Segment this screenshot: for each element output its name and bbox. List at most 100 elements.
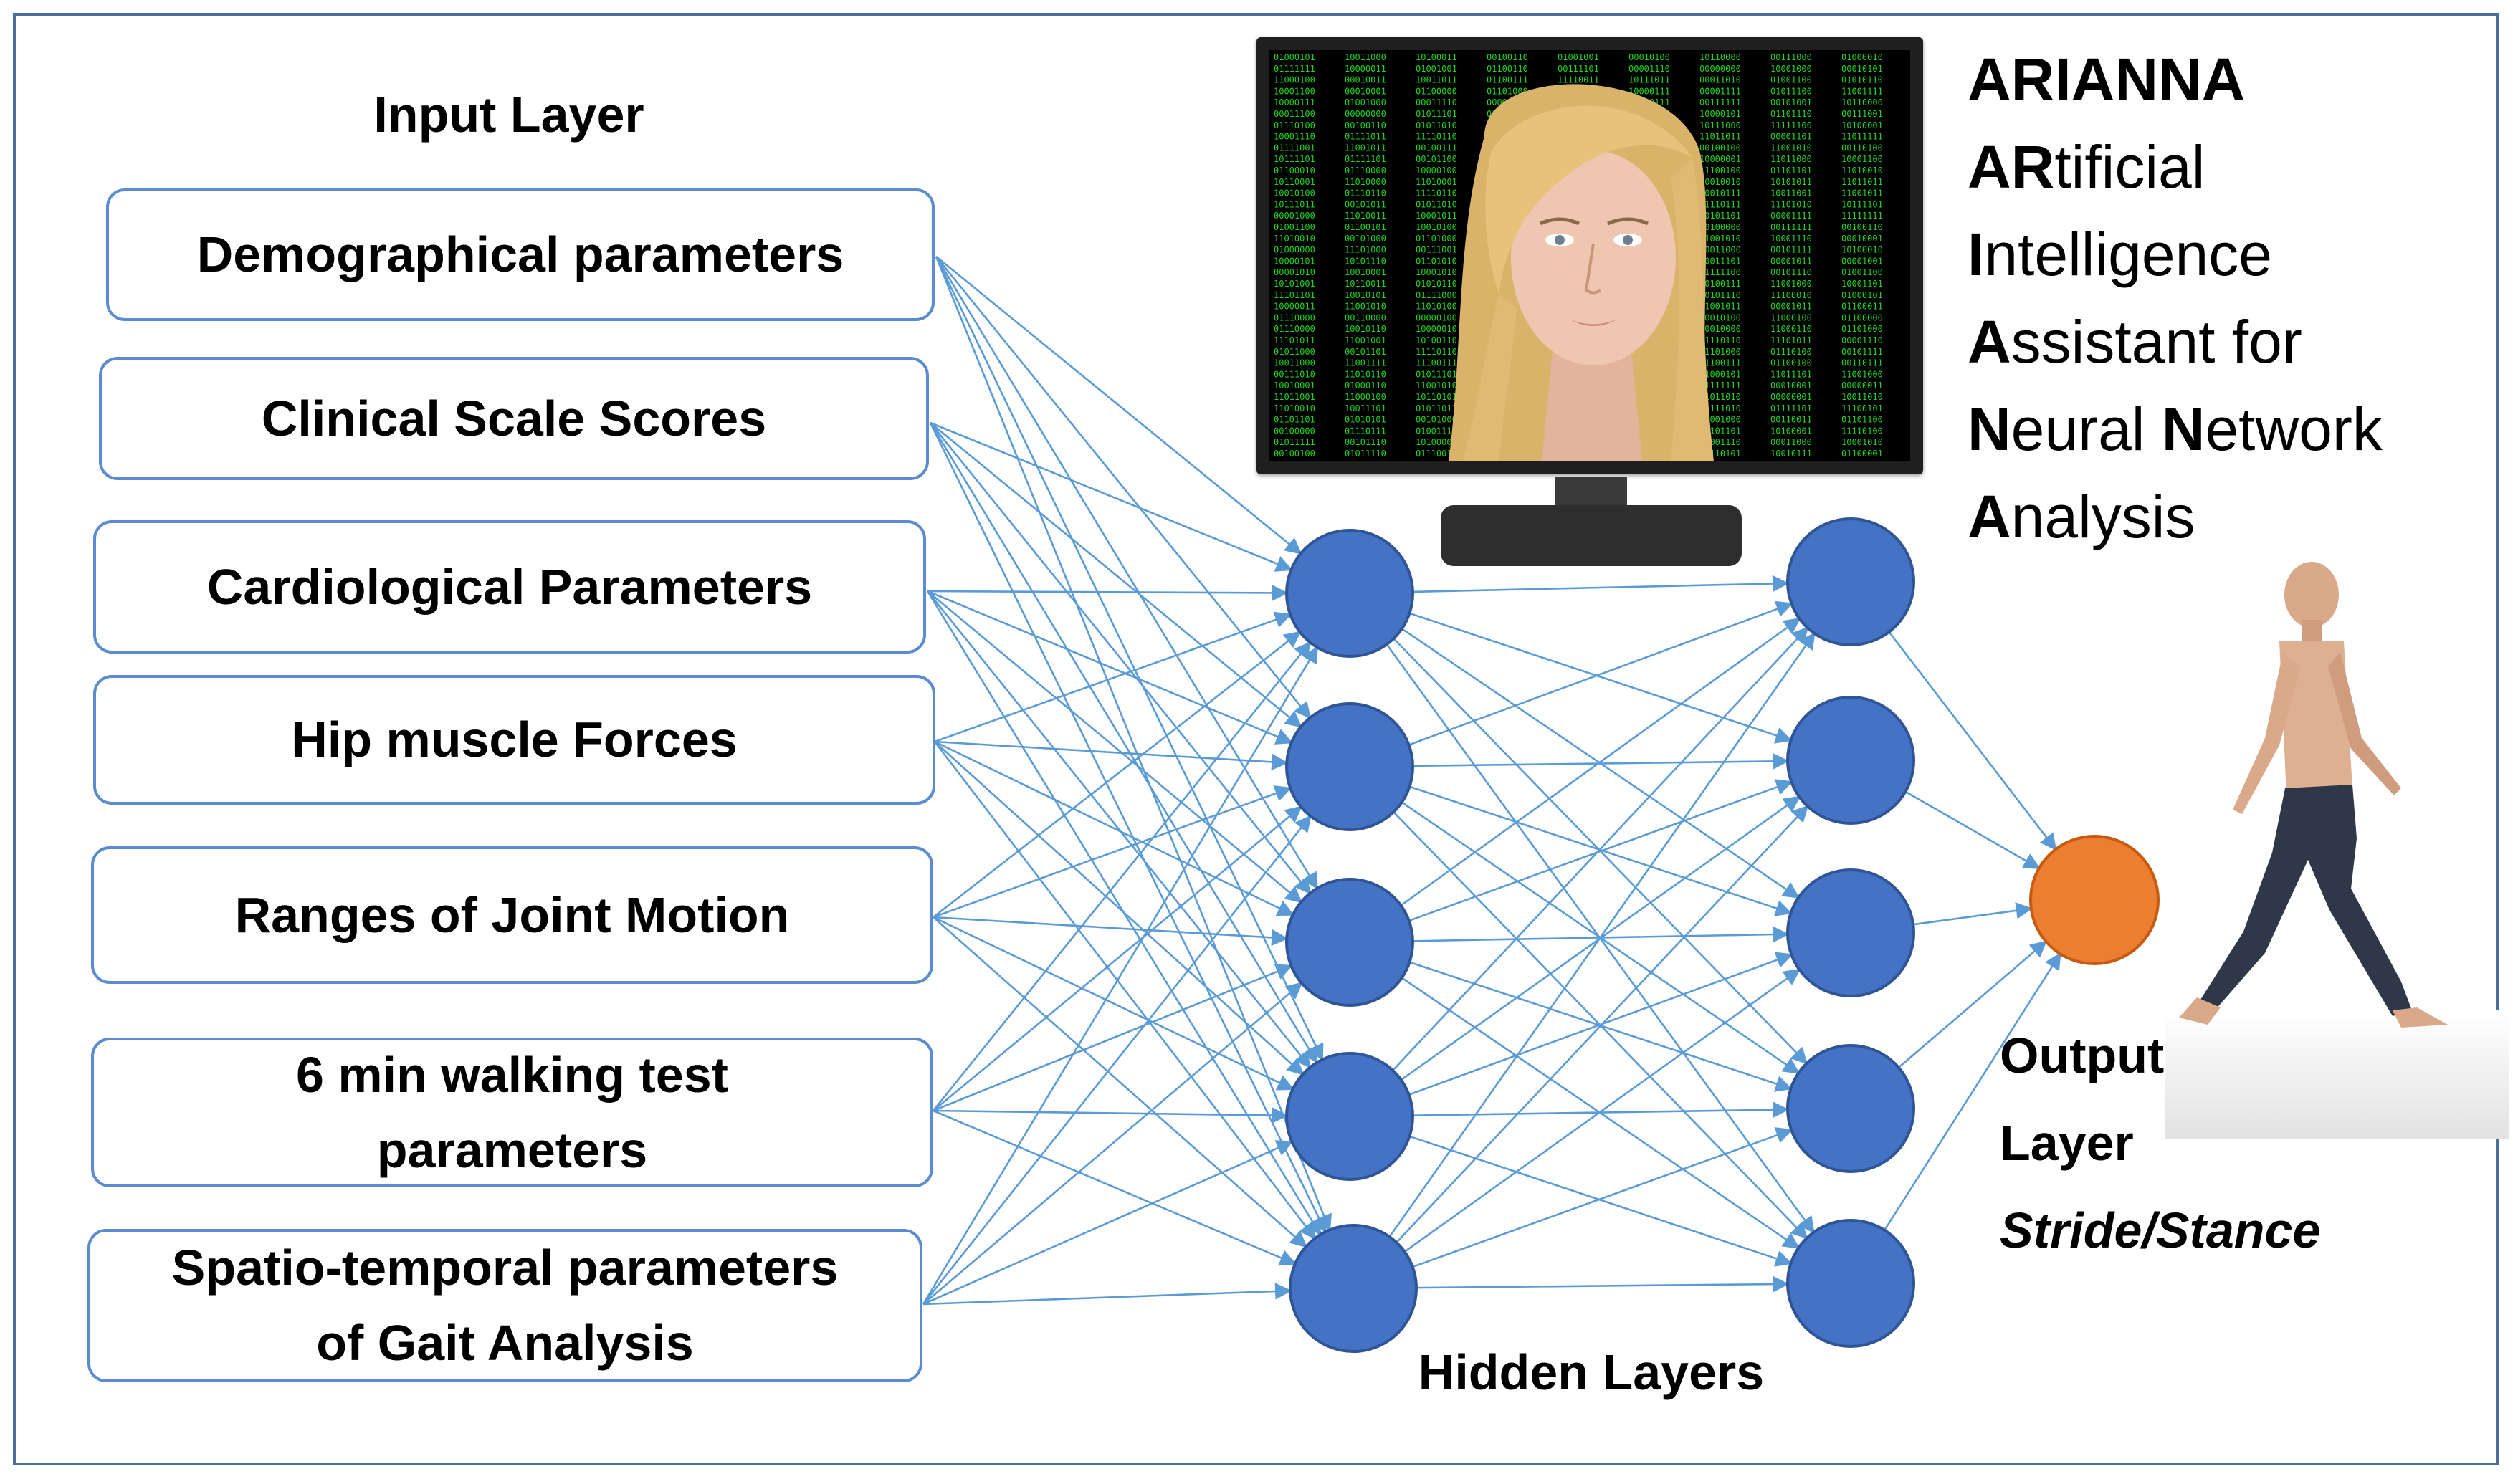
binary-code-glyphs: 00100110: [1841, 222, 1883, 232]
binary-code-glyphs: 10000100: [1416, 166, 1457, 176]
binary-code-glyphs: 01100001: [1841, 449, 1883, 459]
output-node: [2029, 835, 2160, 965]
binary-code-glyphs: 10100000: [1699, 222, 1741, 232]
input-label: Hip muscle Forces: [291, 712, 738, 767]
input-layer-title: Input Layer: [373, 87, 644, 143]
input-demographical-parameters: Demographical parameters: [106, 188, 935, 321]
binary-code-glyphs: 00110100: [1841, 143, 1883, 153]
binary-code-glyphs: 11100010: [1770, 290, 1812, 300]
binary-code-glyphs: 00111000: [1770, 52, 1812, 62]
binary-code-glyphs: 00111111: [1699, 97, 1741, 107]
network-edge: [932, 641, 1312, 1111]
arianna-acronym: ARIANNA ARtificial Intelligence Assistan…: [1968, 36, 2383, 560]
binary-code-glyphs: 11000100: [1770, 312, 1812, 322]
binary-code-glyphs: 11001000: [1841, 369, 1883, 379]
binary-code-glyphs: 11000100: [1345, 392, 1386, 402]
binary-code-glyphs: 10001010: [1841, 437, 1883, 447]
input-label-line1: Spatio-temporal parameters: [171, 1240, 839, 1296]
binary-code-glyphs: 11110100: [1841, 426, 1883, 436]
binary-code-glyphs: 00100100: [1699, 143, 1741, 153]
network-edge: [935, 256, 1324, 1061]
binary-code-glyphs: 11111100: [1770, 120, 1812, 130]
hidden-node-layer2: [1786, 1219, 1915, 1348]
binary-code-glyphs: 00101111: [1841, 347, 1883, 357]
binary-code-glyphs: 00100110: [1345, 120, 1386, 130]
network-edge: [933, 916, 1289, 947]
network-edge: [930, 421, 1302, 728]
binary-code-glyphs: 10011101: [1345, 403, 1386, 413]
binary-code-glyphs: 11001010: [1416, 380, 1457, 391]
input-cardiological-parameters: Cardiological Parameters: [93, 520, 926, 654]
network-edge: [1396, 805, 1809, 1243]
binary-code-glyphs: 00011100: [1274, 109, 1315, 119]
binary-code-glyphs: 10010111: [1770, 449, 1812, 459]
binary-code-glyphs: 10001100: [1841, 154, 1883, 164]
binary-code-glyphs: 01110110: [1345, 188, 1386, 198]
binary-code-glyphs: 01000000: [1274, 245, 1315, 255]
binary-code-glyphs: 10100001: [1770, 426, 1812, 436]
binary-code-glyphs: 11101101: [1274, 290, 1315, 300]
binary-code-glyphs: 10001000: [1770, 64, 1812, 74]
binary-code-glyphs: 01011111: [1274, 437, 1315, 447]
binary-code-glyphs: 10110000: [1699, 52, 1741, 62]
binary-code-glyphs: 10000111: [1628, 86, 1670, 96]
binary-code-glyphs: 00001111: [1699, 86, 1741, 96]
binary-code-glyphs: 11100111: [1416, 358, 1457, 368]
binary-code-glyphs: 10001011: [1416, 211, 1457, 221]
network-edge: [935, 256, 1332, 1232]
binary-code-glyphs: 00011110: [1416, 97, 1457, 107]
network-edge: [929, 422, 1318, 1064]
network-edge: [1416, 1275, 1790, 1293]
binary-code-glyphs: 01010110: [1416, 279, 1457, 289]
binary-code-glyphs: 11101011: [1274, 335, 1315, 345]
binary-code-glyphs: 01110100: [1770, 347, 1812, 357]
binary-code-glyphs: 01011010: [1416, 120, 1457, 130]
arianna-line-5: Analysis: [1968, 483, 2195, 550]
arianna-line-4: Neural Network: [1968, 396, 2383, 463]
arianna-line-2: Intelligence: [1968, 221, 2272, 288]
binary-code-glyphs: 11000101: [1699, 369, 1741, 379]
binary-code-glyphs: 11110011: [1558, 75, 1599, 85]
binary-code-glyphs: 01110000: [1345, 166, 1386, 176]
binary-code-glyphs: 00010001: [1345, 86, 1386, 96]
binary-code-glyphs: 01110000: [1274, 312, 1315, 322]
binary-code-glyphs: 01100010: [1274, 166, 1315, 176]
network-edge: [922, 815, 1312, 1305]
binary-code-glyphs: 11000100: [1274, 75, 1315, 85]
binary-code-glyphs: 11001010: [1699, 234, 1741, 244]
binary-code-glyphs: 01101100: [1841, 415, 1883, 425]
network-edge: [1388, 632, 1816, 1238]
network-edge: [1412, 752, 1790, 770]
binary-code-glyphs: 01101110: [1770, 109, 1812, 119]
binary-code-glyphs: 00010101: [1841, 64, 1883, 74]
hidden-node-layer1: [1285, 1052, 1414, 1181]
binary-code-glyphs: 11010100: [1416, 302, 1457, 312]
network-edge: [934, 741, 1305, 1076]
binary-code-glyphs: 00001110: [1628, 64, 1670, 74]
input-hip-muscle-forces: Hip muscle Forces: [93, 675, 935, 805]
binary-code-glyphs: 00110000: [1345, 312, 1386, 322]
binary-code-glyphs: 10011101: [1699, 256, 1741, 266]
binary-code-glyphs: 01011000: [1274, 347, 1315, 357]
binary-code-glyphs: 10010110: [1345, 324, 1386, 334]
binary-code-glyphs: 01111101: [1770, 403, 1812, 413]
network-edge: [922, 1283, 1292, 1306]
binary-code-glyphs: 10010000: [1699, 324, 1741, 334]
binary-code-glyphs: 00001000: [1274, 211, 1315, 221]
binary-code-glyphs: 10010001: [1274, 380, 1315, 391]
network-edge: [934, 611, 1292, 743]
binary-code-glyphs: 10100011: [1416, 52, 1457, 62]
binary-code-glyphs: 00001001: [1841, 256, 1883, 266]
binary-code-glyphs: 11100100: [1699, 166, 1741, 176]
binary-code-glyphs: 11011001: [1274, 392, 1315, 402]
input-label: Demographical parameters: [196, 226, 844, 282]
hidden-node-layer2: [1786, 517, 1915, 646]
input-label-line2: of Gait Analysis: [316, 1315, 694, 1371]
binary-code-glyphs: 00101001: [1770, 97, 1812, 107]
network-edge: [934, 740, 1289, 771]
arianna-title: ARIANNA: [1968, 46, 2246, 113]
binary-code-glyphs: 11101000: [1345, 245, 1386, 255]
